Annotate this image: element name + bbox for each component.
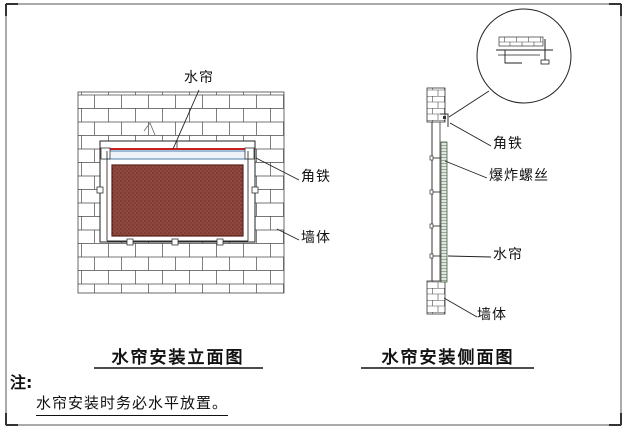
elevation-view [77,89,300,294]
expansion-bolts [429,155,441,259]
elevation-leaders [172,89,300,241]
side-wall-top [426,87,446,123]
note-prefix: 注: [10,373,33,392]
label-wall-side: 墙体 [477,307,507,323]
sheet-border [5,3,622,426]
title-side-view: 水帘安装侧面图 [381,348,515,368]
label-angle-iron-side: 角铁 [493,136,523,152]
note-text: 水帘安装时务必水平放置。 [36,392,229,416]
label-angle-iron-elevation: 角铁 [301,169,331,185]
side-leaders [443,122,492,318]
detail-circle [448,8,572,118]
label-curtain-side: 水帘 [493,247,523,263]
side-curtain-strip [440,141,448,283]
angle-iron-rail [102,150,253,160]
curtain-panel [111,164,244,237]
anchor-bolts-elevation [96,186,259,246]
side-wall-bottom [426,280,446,315]
label-curtain-elevation: 水帘 [184,70,214,86]
side-view [426,87,492,318]
label-wall-elevation: 墙体 [301,230,331,246]
title-elevation-view: 水帘安装立面图 [111,348,245,368]
label-expansion-bolt-side: 爆炸螺丝 [489,168,549,184]
side-angle-iron [440,113,449,127]
